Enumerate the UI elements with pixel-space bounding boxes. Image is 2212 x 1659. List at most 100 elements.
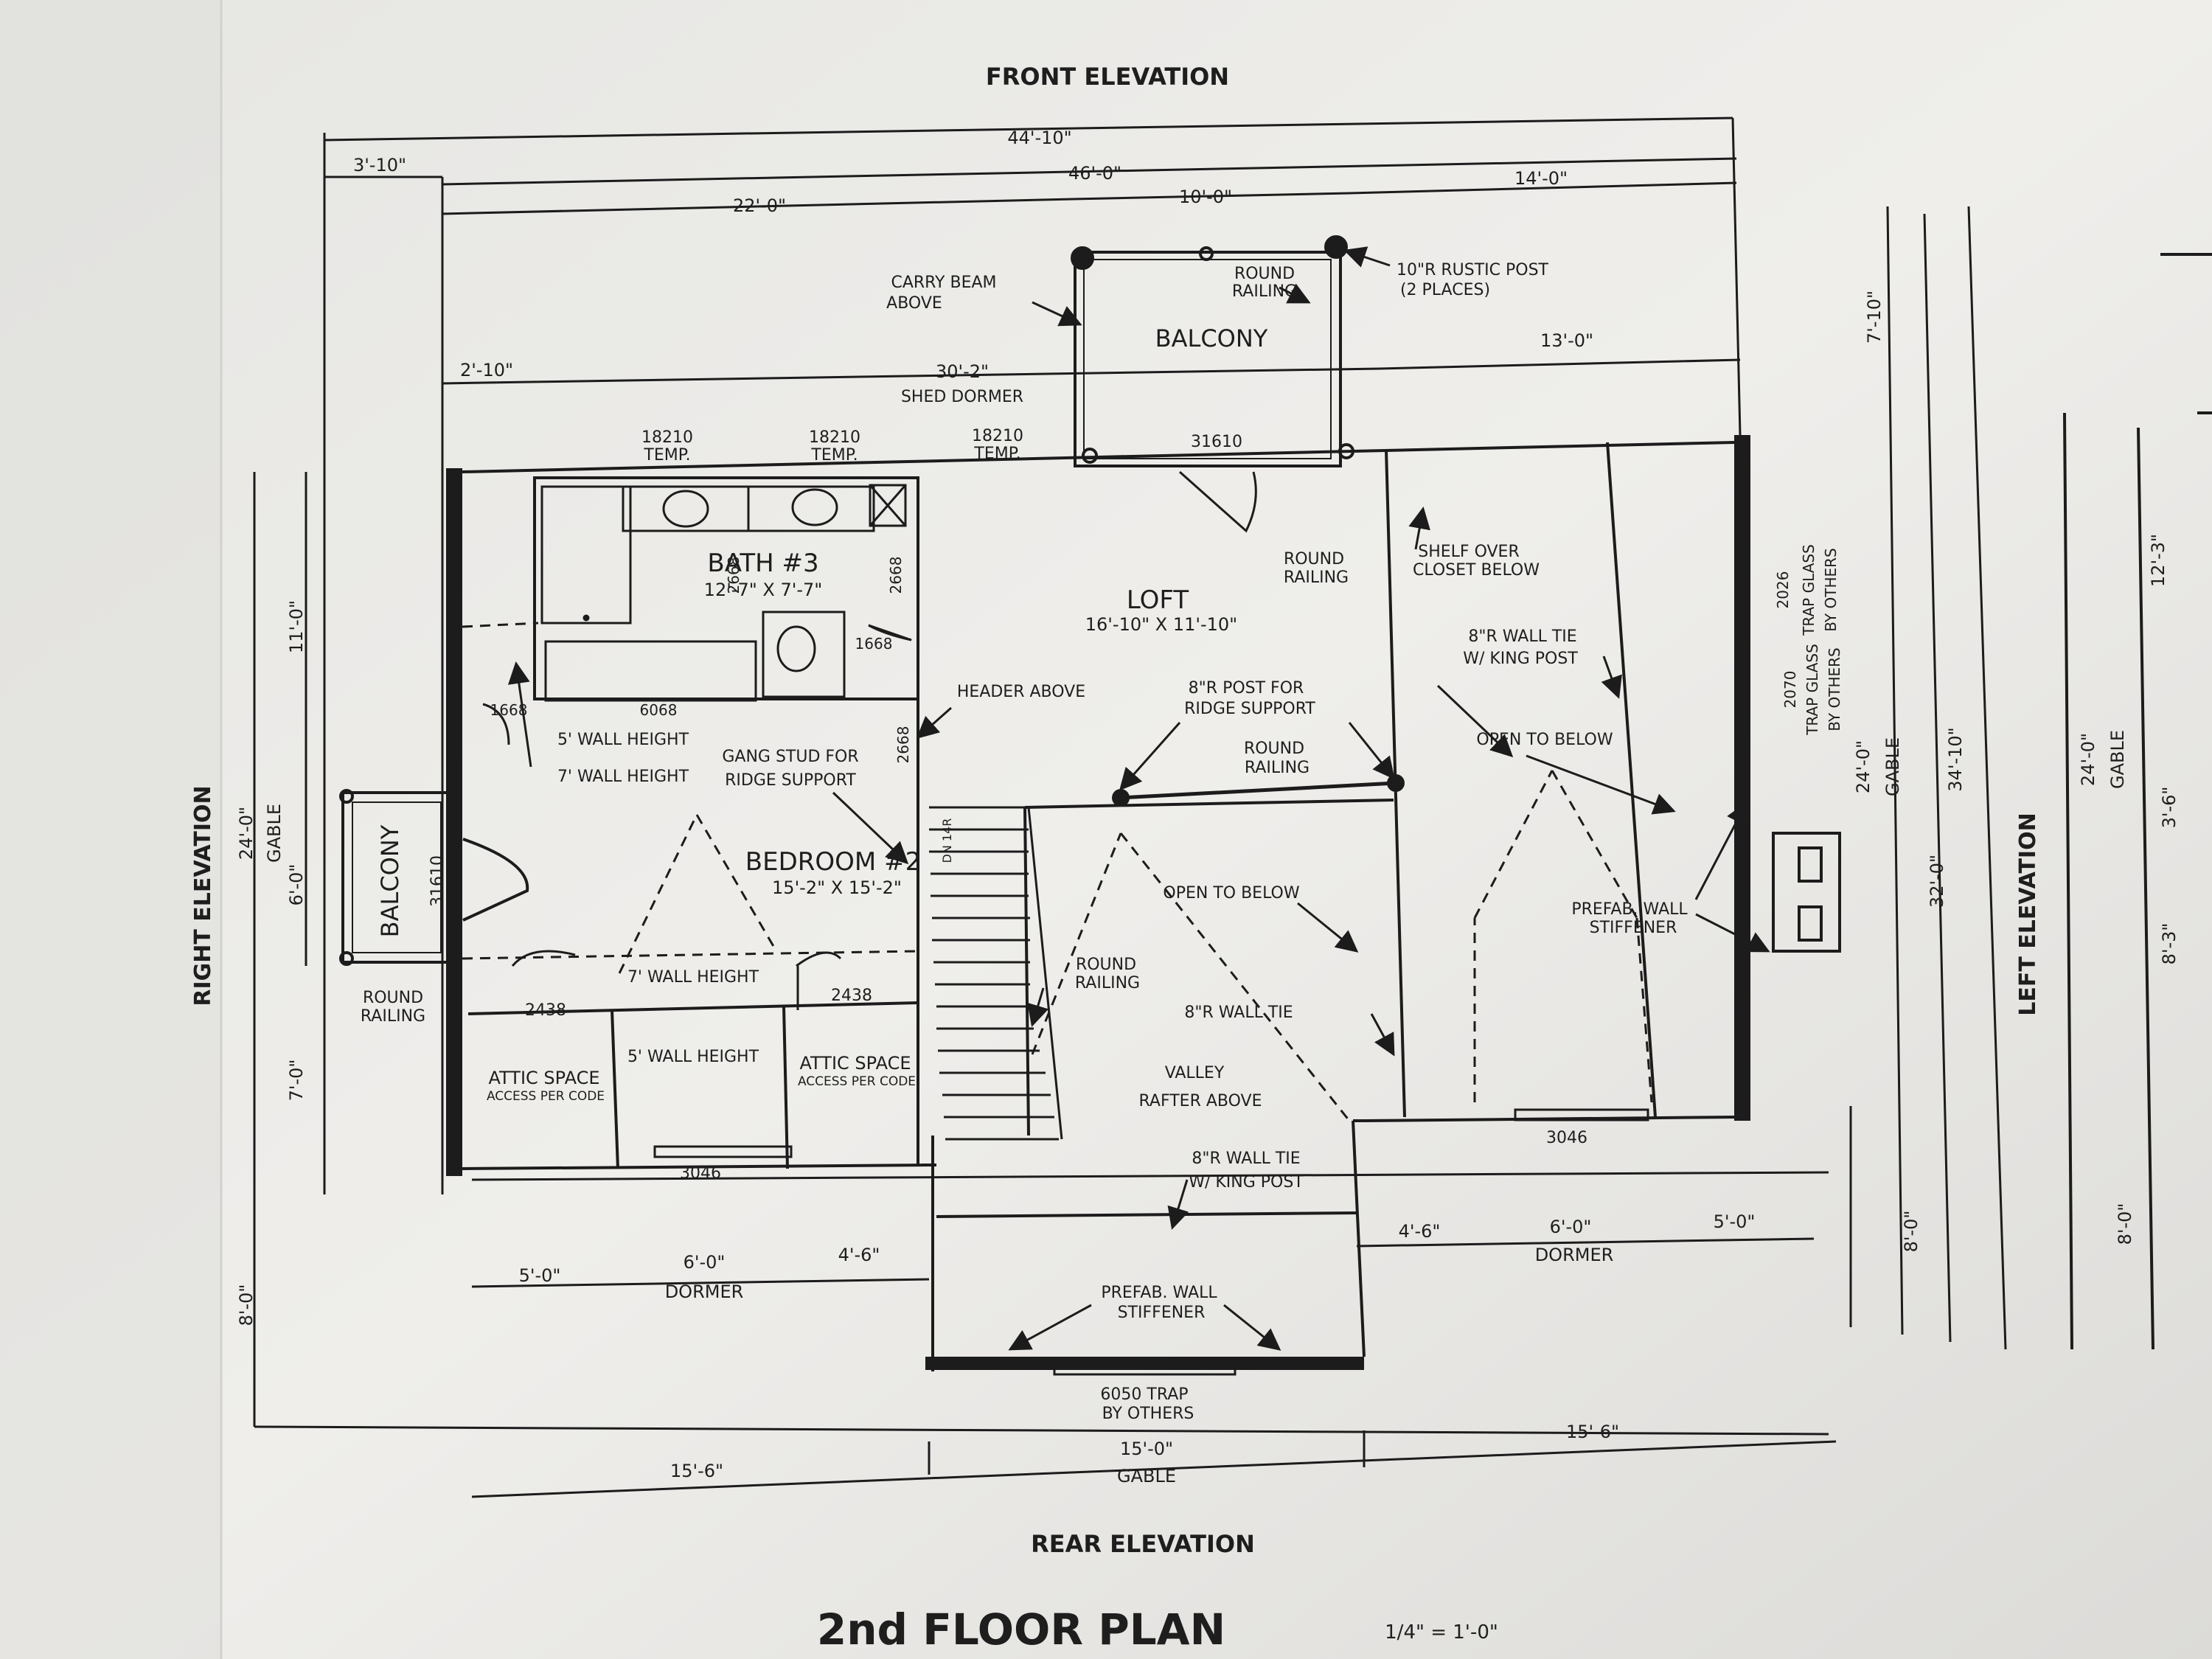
note-stiffener-1: STIFFENER [1590,919,1677,937]
room-attic-right: ATTIC SPACE [799,1053,911,1074]
note-round-railing-1a: ROUND [1234,265,1295,283]
dim-5-0-b: 5'-0" [1714,1211,1756,1232]
dim-13-0: 13'-0" [1540,330,1593,351]
stairs [929,806,1063,1141]
dim-gable-left: GABLE [264,804,285,863]
adjacent-elevation-edge [2063,253,2212,1350]
plan-title: 2nd FLOOR PLAN [817,1604,1225,1655]
dim-3-10: 3'-10" [353,155,406,175]
note-prefab-2: PREFAB. WALL [1101,1284,1217,1302]
window-18210-a: 18210 [641,428,693,447]
note-wall-height-7b: 7' WALL HEIGHT [627,968,759,987]
door-2668-c: 2668 [894,726,912,764]
dim-gable-right: GABLE [1882,737,1903,796]
note-wall-height-5a: 5' WALL HEIGHT [557,731,689,749]
dim-24-0-right: 24'-0" [1853,740,1874,793]
rear-elevation-label: REAR ELEVATION [1031,1530,1255,1558]
dim-15-6-a: 15'-6" [670,1461,723,1481]
room-loft: LOFT [1127,585,1189,615]
dim-5-0-a: 5'-0" [519,1265,561,1286]
note-wall-tie-2: 8"R WALL TIE [1184,1004,1293,1022]
note-shed-dormer: SHED DORMER [901,388,1023,406]
note-header-above: HEADER ABOVE [957,683,1085,701]
note-wall-tie-1: 8"R WALL TIE [1468,627,1576,646]
dim-6-0-a: 6'-0" [684,1252,726,1273]
door-2438-b: 2438 [831,987,872,1005]
dim-4-6-a: 4'-6" [838,1245,880,1265]
dim-8-3: 8'-3" [2159,923,2180,965]
note-round-railing-4a: ROUND [1076,956,1136,974]
window-temp-c: TEMP. [973,445,1020,463]
note-wall-tie-3: 8"R WALL TIE [1192,1150,1300,1168]
dim-10-0: 10'-0" [1179,187,1232,207]
window-temp-b: TEMP. [810,446,858,465]
doors [511,470,1649,1376]
left-elevation-label: LEFT ELEVATION [2015,813,2041,1015]
note-round-railing-3a: ROUND [1244,740,1304,758]
window-3046-a: 3046 [680,1164,721,1183]
room-bedroom-2-size: 15'-2" X 15'-2" [772,877,902,898]
note-round-railing-3b: RAILING [1245,759,1310,777]
dimension-lines [253,116,2007,1498]
dim-2-10: 2'-10" [460,360,513,380]
note-ridge-support-1: RIDGE SUPPORT [1184,700,1315,718]
room-attic-right-note: ACCESS PER CODE [798,1074,916,1089]
note-round-railing-5a: ROUND [363,989,423,1007]
dim-30-2: 30'-2" [936,361,989,382]
note-ridge-support-2: RIDGE SUPPORT [725,771,856,790]
dim-8-0-right: 8'-0" [1901,1211,1921,1253]
note-wall-height-7a: 7' WALL HEIGHT [557,768,689,786]
window-temp-a: TEMP. [643,446,690,465]
stair-direction: DN 14R [940,818,954,863]
window-31610-front: 31610 [1191,433,1242,451]
note-trap-6050: 6050 TRAP [1100,1385,1188,1404]
window-1668-b: 1668 [855,635,893,653]
dim-46-0: 46'-0" [1068,163,1121,184]
room-bath-3: BATH #3 [707,549,818,578]
dim-4-6-b: 4'-6" [1399,1221,1441,1242]
dim-11-0: 11'-0" [286,600,307,653]
dim-15-0: 15'-0" [1120,1439,1173,1459]
note-carry-beam-2: ABOVE [886,294,942,313]
dim-24-0-far: 24'-0" [2078,733,2098,786]
note-carry-beam-1: CARRY BEAM [891,274,996,292]
dim-3-6: 3'-6" [2159,787,2180,829]
window-31610-side: 31610 [428,855,447,907]
note-prefab-1: PREFAB. WALL [1571,900,1688,919]
note-round-railing-2a: ROUND [1284,550,1344,568]
room-attic-left-note: ACCESS PER CODE [487,1089,605,1104]
dim-dormer-b: DORMER [1535,1245,1614,1265]
note-post-for: 8"R POST FOR [1189,679,1304,698]
right-elevation-label: RIGHT ELEVATION [190,785,216,1006]
door-2438-a: 2438 [525,1001,566,1020]
dim-24-0-left: 24'-0" [236,807,257,860]
dim-dormer-a: DORMER [665,1281,744,1302]
room-balcony-front: BALCONY [1155,324,1268,352]
note-rafter-above: RAFTER ABOVE [1139,1092,1262,1110]
dimension-labels: 44'-10" 3'-10" 46'-0" 22'-0" 10'-0" 14'-… [236,128,2180,1486]
front-elevation-label: FRONT ELEVATION [986,63,1229,91]
plan-scale: 1/4" = 1'-0" [1385,1621,1498,1644]
dim-6-0: 6'-0" [286,864,307,906]
note-stiffener-2: STIFFENER [1118,1304,1206,1322]
window-2026: 2026 [1774,571,1792,609]
dim-12-3: 12'-3" [2148,534,2168,587]
note-king-post-2: W/ KING POST [1189,1173,1304,1192]
note-rustic-post-2: (2 PLACES) [1400,281,1490,299]
dim-6-0-b: 6'-0" [1550,1217,1592,1237]
door-2668-b: 2668 [887,557,905,594]
note-round-railing-2b: RAILING [1284,568,1349,587]
dim-7-10-right: 7'-10" [1864,291,1885,344]
dim-32-0: 32'-0" [1927,855,1947,908]
dim-gable-far: GABLE [2107,730,2128,789]
note-rustic-post-1: 10"R RUSTIC POST [1397,261,1549,279]
room-loft-size: 16'-10" X 11'-10" [1085,614,1237,635]
window-2026-note-2: BY OTHERS [1822,548,1840,631]
leader-arrows [507,246,1770,1351]
window-2026-note: TRAP GLASS [1800,544,1818,636]
dim-8-0-far: 8'-0" [2115,1203,2135,1245]
dim-14-0: 14'-0" [1514,168,1568,189]
note-wall-height-5b: 5' WALL HEIGHT [627,1048,759,1066]
window-2070-note: TRAP GLASS [1804,644,1821,736]
